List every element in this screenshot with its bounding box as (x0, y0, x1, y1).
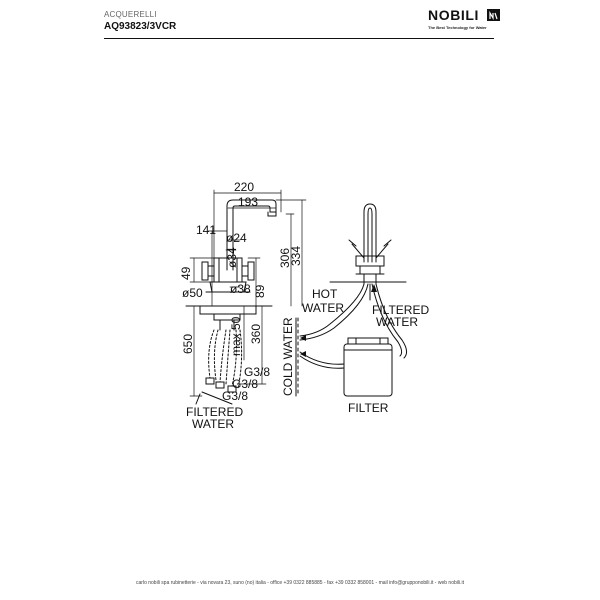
brand-mark-icon (487, 9, 500, 21)
dim-g38-1: G3/8 (244, 365, 270, 379)
water-pipes (299, 283, 408, 369)
brand-wordmark: NOBILI (428, 7, 480, 23)
dim-49: 49 (179, 266, 193, 280)
dim-24: ø24 (226, 231, 247, 245)
dim-334: 334 (289, 246, 303, 266)
dim-g38-3: G3/8 (222, 389, 248, 403)
header-rule (104, 38, 494, 39)
label-filtered-water-right-2: WATER (376, 315, 418, 329)
product-code: AQ93823/3VCR (104, 21, 177, 32)
label-filter: FILTER (348, 401, 389, 415)
dimension-labels: 220 193 141 ø24 ø34 49 ø50 ø38 89 306 33… (179, 180, 303, 403)
label-hot-water-1: HOT (312, 287, 338, 301)
supply-hoses (208, 329, 243, 389)
dim-38: ø38 (230, 282, 251, 296)
header: ACQUERELLI AQ93823/3VCR NOBILI The Best … (0, 0, 600, 50)
schematic-labels: HOT WATER FILTERED WATER COLD WATER FILT… (186, 287, 429, 431)
flow-arrows (300, 284, 377, 357)
filter-unit (343, 337, 393, 397)
brand-tagline: The Best Technology for Water (428, 25, 487, 30)
dim-34: ø34 (225, 247, 239, 268)
collection-name: ACQUERELLI (104, 10, 157, 19)
label-hot-water-2: WATER (302, 301, 344, 315)
dim-g38-2: G3/8 (232, 377, 258, 391)
dim-306: 306 (278, 248, 292, 268)
dim-141: 141 (196, 223, 216, 237)
cabinet-wall (295, 317, 299, 397)
label-cold-water: COLD WATER (281, 317, 295, 396)
label-filtered-water-left-1: FILTERED (186, 405, 243, 419)
dimension-lines (189, 189, 307, 397)
footer-contact: carlo nobili spa rubinetterie - via nova… (136, 580, 464, 586)
dim-193: 193 (238, 195, 258, 209)
dim-650: 650 (181, 334, 195, 354)
dim-max50: max 50 (229, 316, 243, 356)
label-filtered-water-left-2: WATER (192, 417, 234, 431)
label-filtered-water-right-1: FILTERED (372, 303, 429, 317)
hose-fittings (195, 377, 237, 405)
dim-360: 360 (249, 324, 263, 344)
dim-50: ø50 (182, 286, 203, 300)
faucet-front-view (329, 203, 407, 285)
dim-89: 89 (253, 284, 267, 298)
dim-220: 220 (234, 180, 254, 194)
